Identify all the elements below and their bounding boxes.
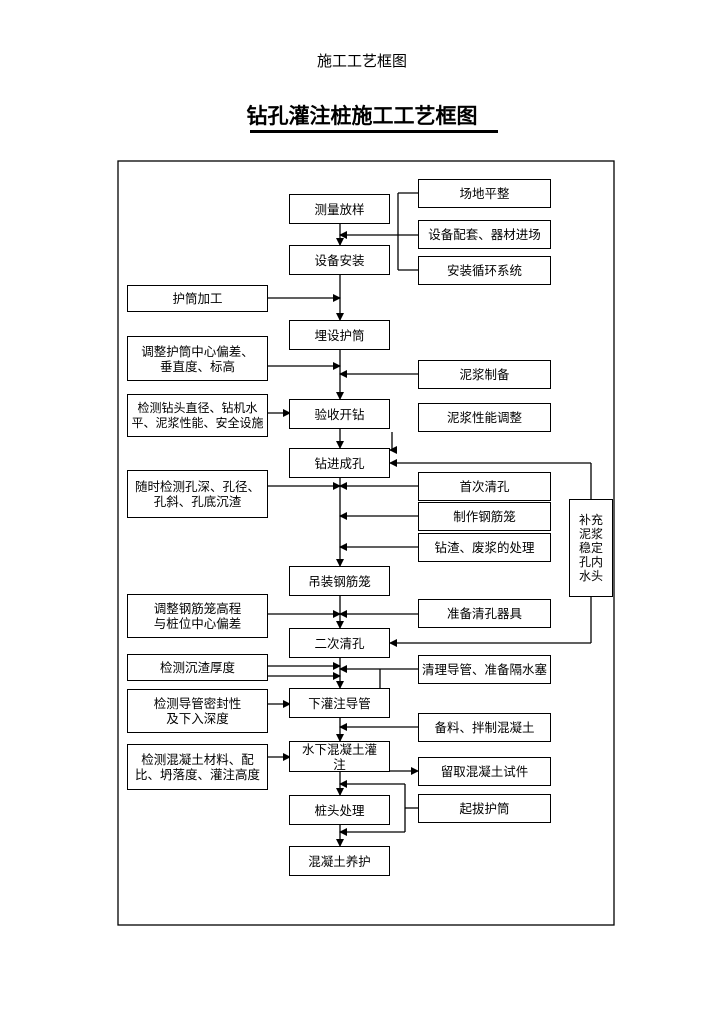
right-concrete-samples: 留取混凝土试件 xyxy=(418,757,551,786)
right-slurry-adjust: 泥浆性能调整 xyxy=(418,403,551,432)
left-check-pipe: 检测导管密封性 及下入深度 xyxy=(127,689,268,733)
left-adjust-casing: 调整护筒中心偏差、 垂直度、标高 xyxy=(127,336,268,381)
step-hoist-cage: 吊装钢筋笼 xyxy=(289,566,390,596)
right-pipe-plug: 清理导管、准备隔水塞 xyxy=(418,655,551,684)
right-make-cage: 制作钢筋笼 xyxy=(418,502,551,531)
right-first-clean: 首次清孔 xyxy=(418,472,551,501)
step-bury-casing: 埋设护筒 xyxy=(289,320,390,350)
step-lower-pipe: 下灌注导管 xyxy=(289,688,390,718)
diagram-title: 钻孔灌注桩施工工艺框图 xyxy=(246,104,478,128)
step-second-clean: 二次清孔 xyxy=(289,628,390,658)
right-circulation: 安装循环系统 xyxy=(418,256,551,285)
step-inspect-start: 验收开钻 xyxy=(289,399,390,429)
right-replenish: 补充 泥浆 稳定 孔内 水头 xyxy=(569,499,613,597)
left-check-concrete: 检测混凝土材料、配 比、坍落度、灌注高度 xyxy=(127,744,268,790)
step-underwater-concrete: 水下混凝土灌 注 xyxy=(289,741,390,772)
left-adjust-cage: 调整钢筋笼高程 与桩位中心偏差 xyxy=(127,594,268,638)
step-curing: 混凝土养护 xyxy=(289,846,390,876)
right-equip-materials: 设备配套、器材进场 xyxy=(418,220,551,249)
right-mix-concrete: 备料、拌制混凝土 xyxy=(418,713,551,742)
title-underline xyxy=(250,130,498,133)
left-casing-fab: 护筒加工 xyxy=(127,285,268,312)
step-survey: 测量放样 xyxy=(289,194,390,224)
step-equip-install: 设备安装 xyxy=(289,245,390,275)
left-check-hole: 随时检测孔深、孔径、 孔斜、孔底沉渣 xyxy=(127,470,268,518)
right-clean-tools: 准备清孔器具 xyxy=(418,599,551,628)
right-slurry-prep: 泥浆制备 xyxy=(418,360,551,389)
step-pile-head: 桩头处理 xyxy=(289,795,390,825)
left-check-bit: 检测钻头直径、钻机水 平、泥浆性能、安全设施 xyxy=(127,394,268,437)
page-header: 施工工艺框图 xyxy=(316,52,407,70)
right-waste-handling: 钻渣、废浆的处理 xyxy=(418,533,551,562)
diagram-frame xyxy=(117,160,615,926)
right-site-level: 场地平整 xyxy=(418,179,551,208)
right-pull-casing: 起拔护筒 xyxy=(418,794,551,823)
step-drilling: 钻进成孔 xyxy=(289,448,390,478)
left-check-sediment: 检测沉渣厚度 xyxy=(127,654,268,681)
